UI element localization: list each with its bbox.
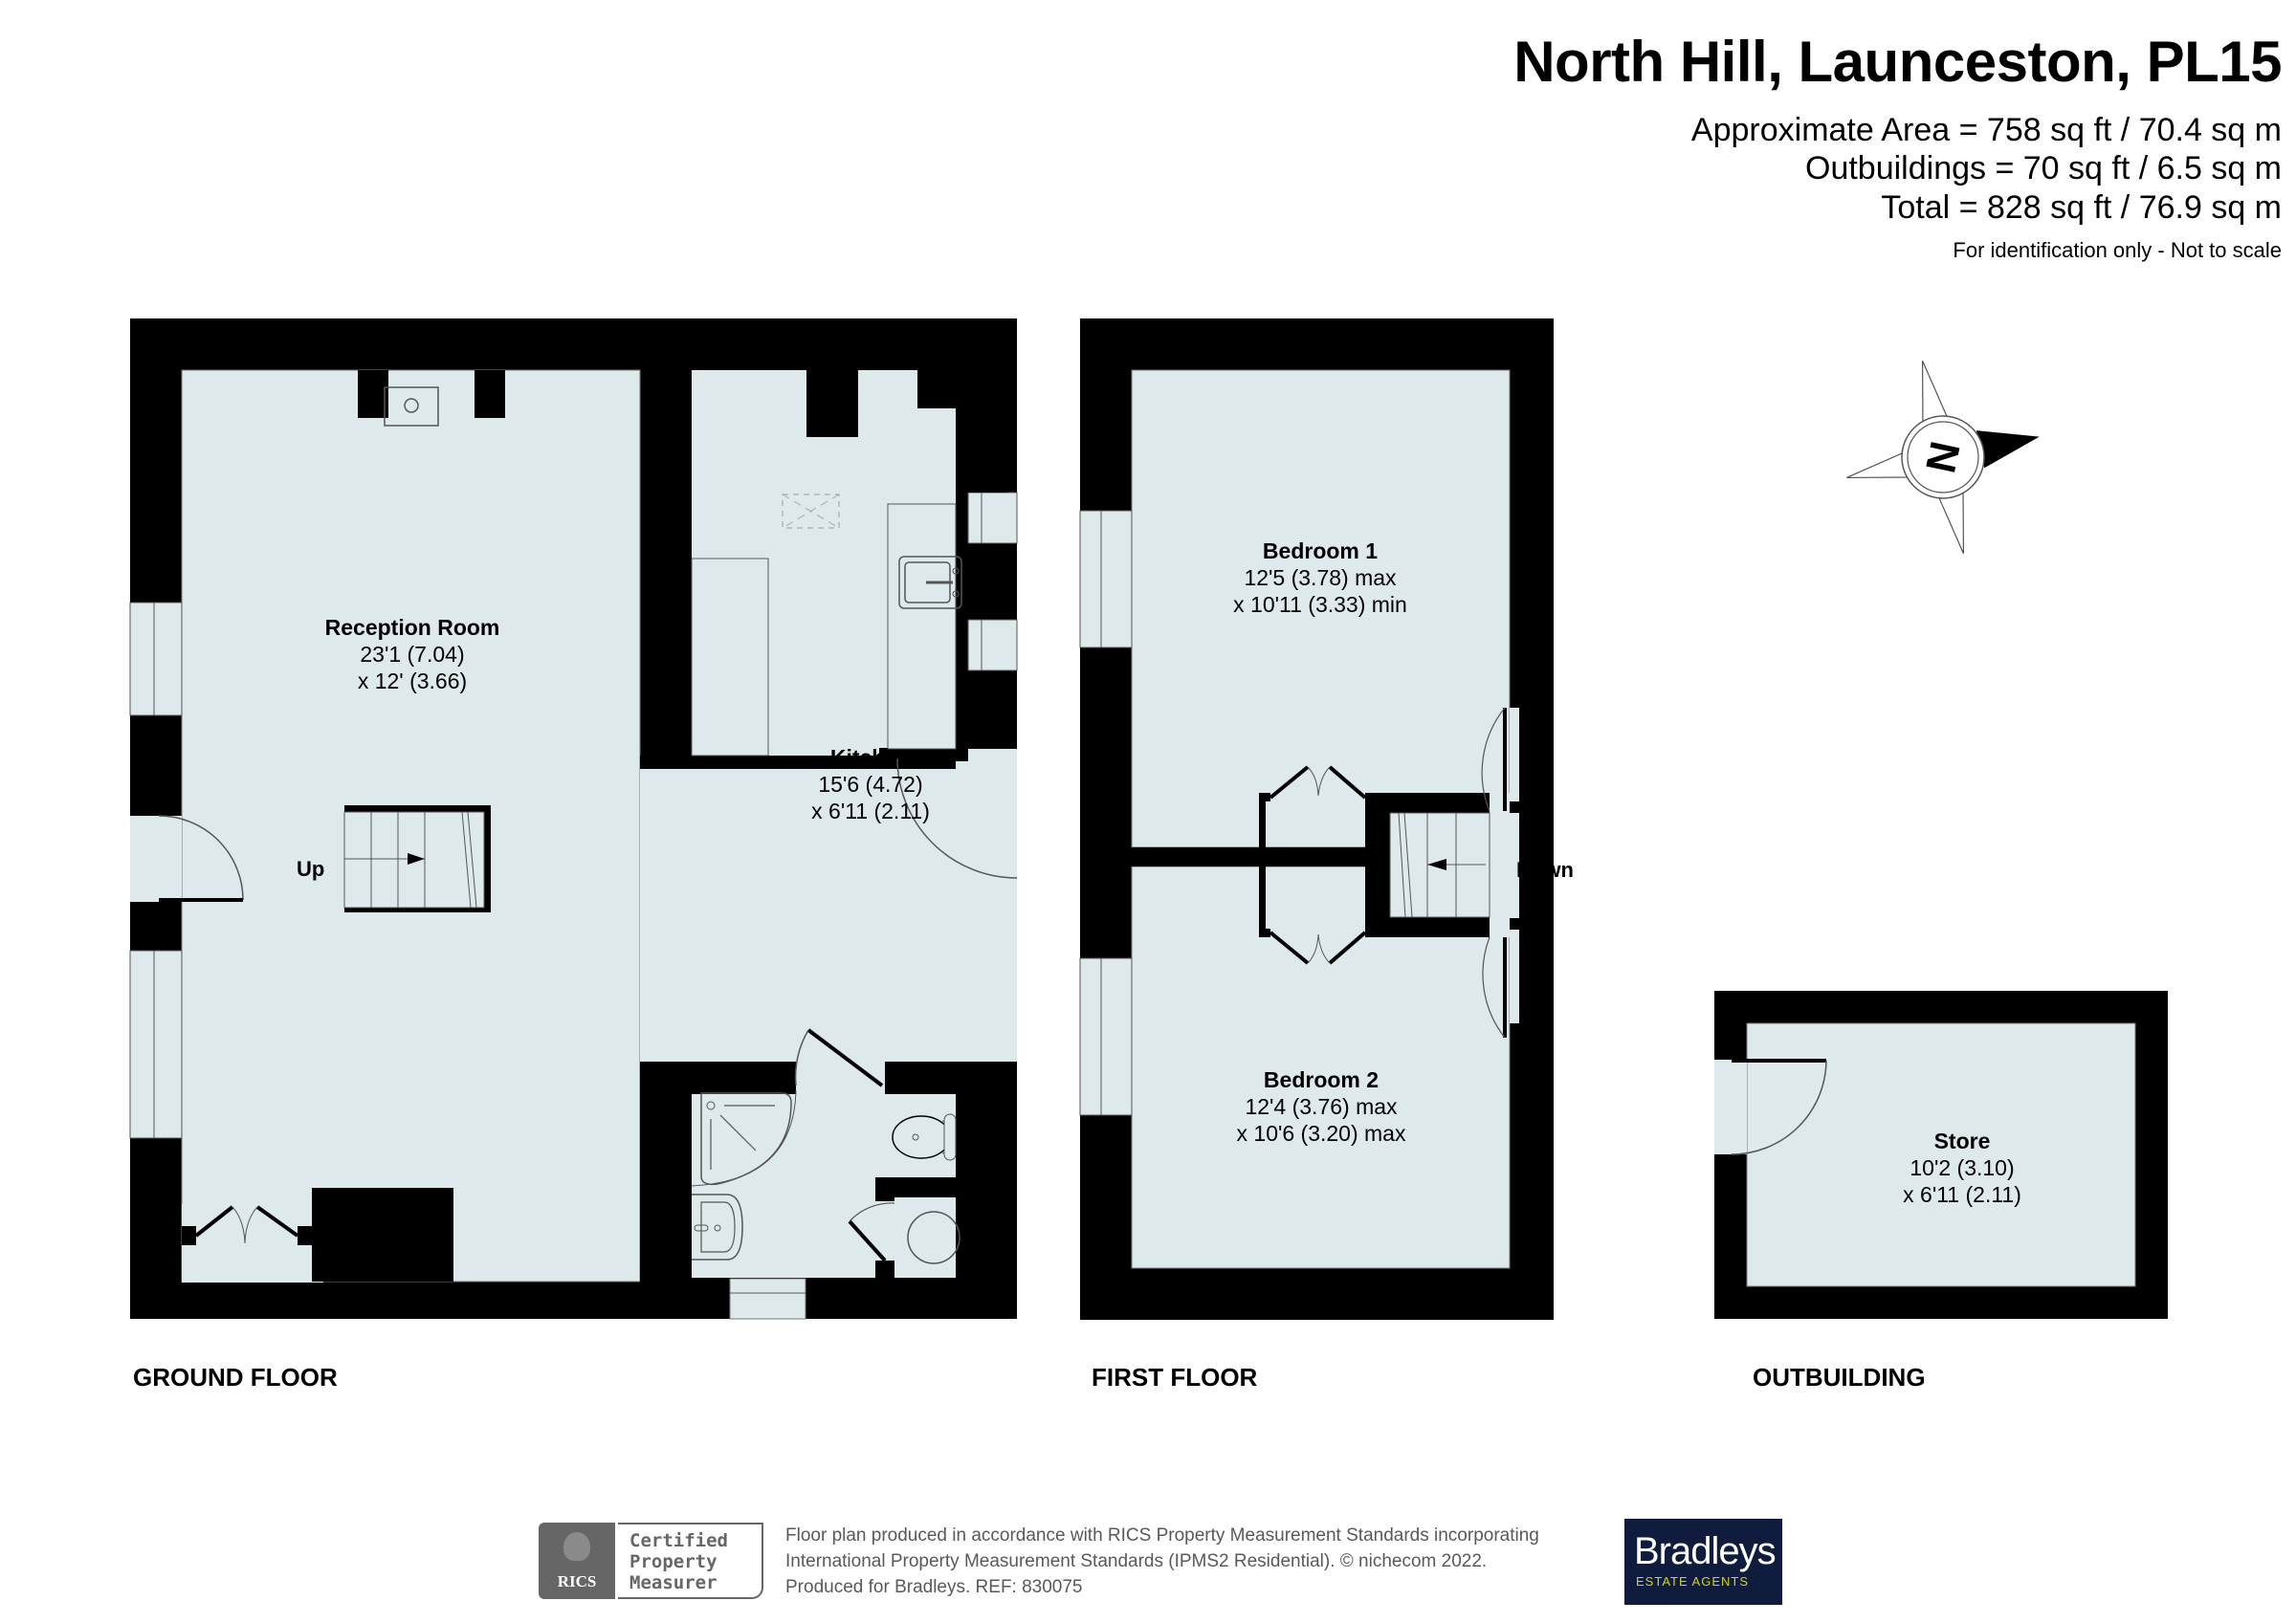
outbuildings-area: Outbuildings = 70 sq ft / 6.5 sq m	[1805, 150, 2282, 186]
room-label-store: Store 10'2 (3.10) x 6'11 (2.11)	[1903, 1129, 2021, 1207]
room-label-bedroom-2: Bedroom 2 12'4 (3.76) max x 10'6 (3.20) …	[1236, 1067, 1406, 1146]
stair-down-label: Down	[1516, 858, 1574, 882]
room-label-reception: Reception Room 23'1 (7.04) x 12' (3.66)	[324, 615, 500, 693]
floor-label-first: FIRST FLOOR	[1092, 1363, 1258, 1392]
approximate-area: Approximate Area = 758 sq ft / 70.4 sq m	[1690, 112, 2282, 148]
property-title: North Hill, Launceston, PL15	[1513, 30, 2282, 94]
floor-label-outbuilding: OUTBUILDING	[1753, 1363, 1926, 1392]
rics-certification-text: Certified Property Measurer	[618, 1523, 763, 1599]
floor-label-ground: GROUND FLOOR	[133, 1363, 338, 1392]
scale-disclaimer: For identification only - Not to scale	[1953, 238, 2282, 262]
outbuilding-plan	[1714, 991, 2168, 1319]
room-label-bedroom-1: Bedroom 1 12'5 (3.78) max x 10'11 (3.33)…	[1233, 538, 1407, 617]
stair-up-label: Up	[297, 857, 324, 881]
total-area: Total = 828 sq ft / 76.9 sq m	[1881, 189, 2282, 226]
room-label-kitchen: Kitchen 15'6 (4.72) x 6'11 (2.11)	[811, 745, 930, 823]
rics-logo-panel: RICS	[539, 1523, 615, 1599]
footer-disclaimer: Floor plan produced in accordance with R…	[785, 1525, 1539, 1597]
north-arrow-compass-icon: N	[1846, 361, 2040, 554]
rics-certified-badge: RICS Certified Property Measurer	[539, 1523, 768, 1599]
rics-lion-icon	[563, 1532, 590, 1561]
ground-floor-plan: Up	[129, 318, 1018, 1320]
agent-logo: Bradleys ESTATE AGENTS	[1624, 1519, 1782, 1605]
first-floor-plan	[1079, 318, 1554, 1320]
